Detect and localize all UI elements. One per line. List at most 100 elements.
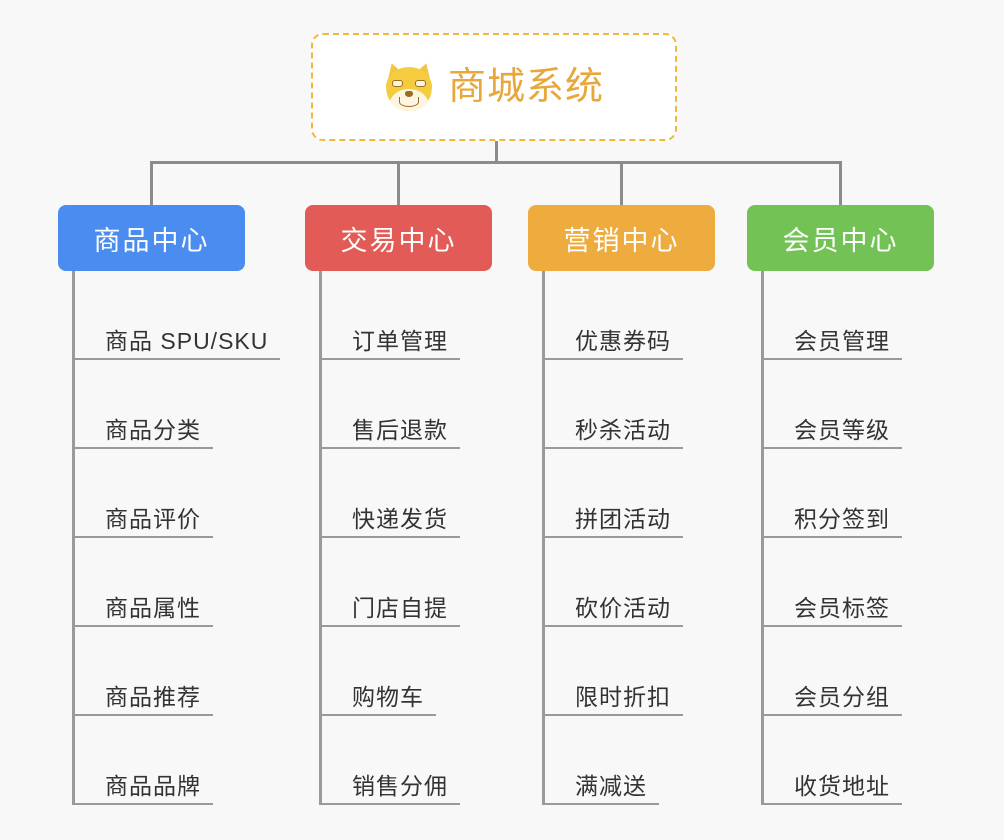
child-item-label: 优惠券码 xyxy=(575,328,671,354)
child-item-label: 会员等级 xyxy=(794,417,890,443)
connector-trunk xyxy=(495,141,498,163)
child-item[interactable]: 会员等级 xyxy=(761,360,977,449)
child-item[interactable]: 收货地址 xyxy=(761,716,977,805)
category-box[interactable]: 商品中心 xyxy=(58,205,245,271)
child-list: 商品 SPU/SKU 商品分类商品评价商品属性商品推荐商品品牌 xyxy=(72,271,288,805)
child-item-label: 商品评价 xyxy=(105,506,201,532)
connector-spine xyxy=(72,271,75,805)
child-item-rule xyxy=(319,803,460,805)
child-item-rule xyxy=(72,714,213,716)
connector-spine xyxy=(319,271,322,805)
child-item[interactable]: 商品推荐 xyxy=(72,627,288,716)
child-item[interactable]: 优惠券码 xyxy=(542,271,758,360)
connector-branch-drop xyxy=(620,161,623,205)
child-item-label: 商品品牌 xyxy=(105,773,201,799)
child-item-label: 售后退款 xyxy=(352,417,448,443)
child-item[interactable]: 会员管理 xyxy=(761,271,977,360)
child-item-rule xyxy=(761,714,902,716)
child-list: 优惠券码秒杀活动拼团活动砍价活动限时折扣满减送 xyxy=(542,271,758,805)
branch-column: 商品中心商品 SPU/SKU 商品分类商品评价商品属性商品推荐商品品牌 xyxy=(58,0,288,840)
connector-branch-drop xyxy=(397,161,400,205)
shiba-head-icon xyxy=(385,67,432,111)
child-item-rule xyxy=(72,625,213,627)
child-item[interactable]: 满减送 xyxy=(542,716,758,805)
child-item[interactable]: 秒杀活动 xyxy=(542,360,758,449)
child-item-rule xyxy=(319,358,460,360)
child-item-label: 商品分类 xyxy=(105,417,201,443)
child-item-label: 商品属性 xyxy=(105,595,201,621)
child-item-rule xyxy=(319,625,460,627)
child-item-label: 秒杀活动 xyxy=(575,417,671,443)
child-item-rule xyxy=(72,447,213,449)
child-item-label: 限时折扣 xyxy=(575,684,671,710)
child-item-rule xyxy=(72,358,280,360)
child-item-rule xyxy=(319,536,460,538)
child-list: 会员管理会员等级积分签到会员标签会员分组收货地址 xyxy=(761,271,977,805)
branch-column: 营销中心优惠券码秒杀活动拼团活动砍价活动限时折扣满减送 xyxy=(528,0,758,840)
child-item-rule xyxy=(542,358,683,360)
child-item[interactable]: 会员分组 xyxy=(761,627,977,716)
child-item-label: 商品推荐 xyxy=(105,684,201,710)
child-item-rule xyxy=(72,536,213,538)
child-item-label: 商品 SPU/SKU xyxy=(105,328,269,354)
child-item-rule xyxy=(542,447,683,449)
child-item-label: 收货地址 xyxy=(794,773,890,799)
root-node[interactable]: 商城系统 xyxy=(311,33,677,141)
child-item-label: 满减送 xyxy=(575,773,647,799)
child-item-rule xyxy=(542,625,683,627)
child-item-label: 积分签到 xyxy=(794,506,890,532)
branch-column: 会员中心会员管理会员等级积分签到会员标签会员分组收货地址 xyxy=(747,0,977,840)
child-item-label: 销售分佣 xyxy=(352,773,448,799)
child-item[interactable]: 砍价活动 xyxy=(542,538,758,627)
child-item[interactable]: 购物车 xyxy=(319,627,535,716)
connector-branch-drop xyxy=(839,161,842,205)
child-item-label: 订单管理 xyxy=(352,328,448,354)
child-item-label: 拼团活动 xyxy=(575,506,671,532)
child-item[interactable]: 商品分类 xyxy=(72,360,288,449)
child-item[interactable]: 快递发货 xyxy=(319,449,535,538)
child-list: 订单管理售后退款快递发货门店自提购物车销售分佣 xyxy=(319,271,535,805)
child-item-label: 会员标签 xyxy=(794,595,890,621)
child-item-rule xyxy=(761,447,902,449)
category-box[interactable]: 交易中心 xyxy=(305,205,492,271)
child-item[interactable]: 商品品牌 xyxy=(72,716,288,805)
branch-column: 交易中心订单管理售后退款快递发货门店自提购物车销售分佣 xyxy=(305,0,535,840)
child-item-label: 会员管理 xyxy=(794,328,890,354)
child-item-rule xyxy=(761,536,902,538)
child-item-label: 快递发货 xyxy=(352,506,448,532)
child-item-label: 会员分组 xyxy=(794,684,890,710)
child-item-rule xyxy=(542,803,659,805)
child-item-rule xyxy=(542,714,683,716)
connector-spine xyxy=(761,271,764,805)
shiba-nose-icon xyxy=(404,91,413,97)
connector-branch-drop xyxy=(150,161,153,205)
child-item[interactable]: 商品 SPU/SKU xyxy=(72,271,288,360)
child-item-rule xyxy=(72,803,213,805)
child-item[interactable]: 订单管理 xyxy=(319,271,535,360)
shiba-eye-right-icon xyxy=(414,80,426,87)
category-box[interactable]: 会员中心 xyxy=(747,205,934,271)
child-item-label: 购物车 xyxy=(352,684,424,710)
child-item-label: 门店自提 xyxy=(352,595,448,621)
child-item-label: 砍价活动 xyxy=(575,595,671,621)
child-item-rule xyxy=(319,447,460,449)
child-item[interactable]: 售后退款 xyxy=(319,360,535,449)
child-item[interactable]: 会员标签 xyxy=(761,538,977,627)
child-item-rule xyxy=(761,625,902,627)
child-item[interactable]: 商品属性 xyxy=(72,538,288,627)
child-item[interactable]: 销售分佣 xyxy=(319,716,535,805)
shiba-dog-icon xyxy=(383,60,435,112)
connector-spine xyxy=(542,271,545,805)
shiba-mouth-icon xyxy=(398,97,419,107)
child-item[interactable]: 积分签到 xyxy=(761,449,977,538)
child-item-rule xyxy=(761,358,902,360)
child-item[interactable]: 商品评价 xyxy=(72,449,288,538)
child-item[interactable]: 门店自提 xyxy=(319,538,535,627)
root-title: 商城系统 xyxy=(447,66,604,108)
child-item[interactable]: 限时折扣 xyxy=(542,627,758,716)
child-item-rule xyxy=(761,803,902,805)
category-box[interactable]: 营销中心 xyxy=(528,205,715,271)
shiba-eye-left-icon xyxy=(391,80,403,87)
child-item[interactable]: 拼团活动 xyxy=(542,449,758,538)
